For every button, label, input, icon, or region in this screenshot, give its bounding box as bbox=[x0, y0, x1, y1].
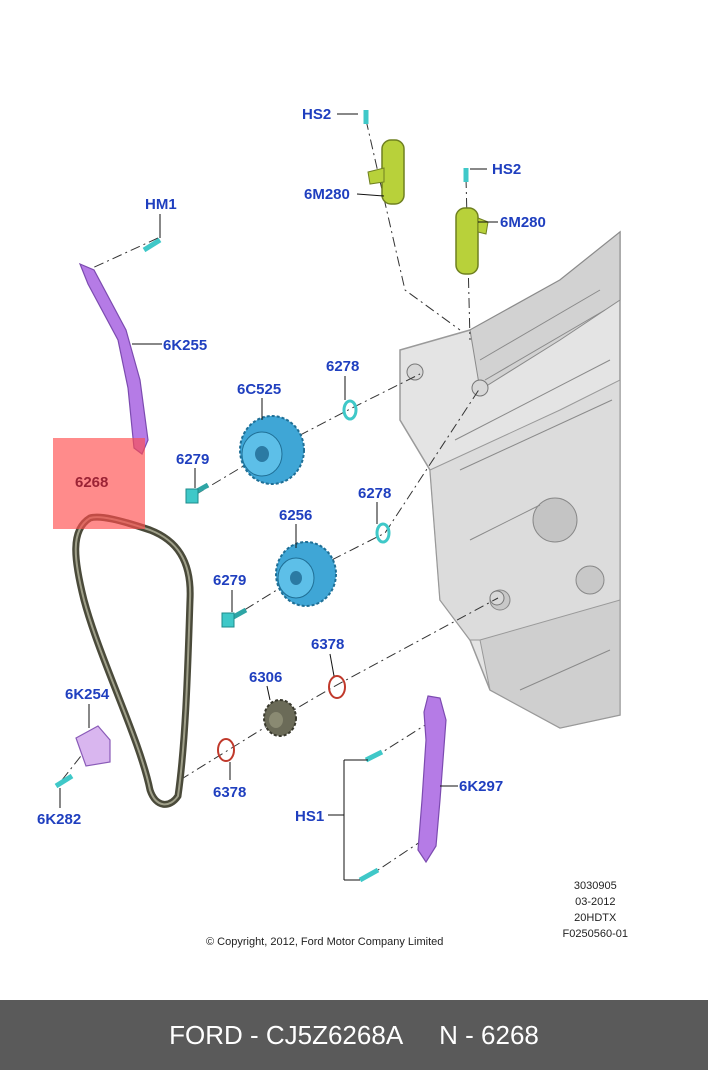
copyright-notice: © Copyright, 2012, Ford Motor Company Li… bbox=[206, 936, 444, 948]
solenoid-6m280-top bbox=[367, 139, 405, 205]
label-hs2-top: HS2 bbox=[302, 106, 331, 123]
label-6k282: 6K282 bbox=[37, 811, 81, 828]
label-6m280-right: 6M280 bbox=[500, 214, 546, 231]
label-6m280-top: 6M280 bbox=[304, 186, 350, 203]
label-6k255: 6K255 bbox=[163, 337, 207, 354]
bolt-hs1-lower bbox=[358, 867, 380, 883]
label-hm1: HM1 bbox=[145, 196, 177, 213]
cam-sprocket-6c525 bbox=[239, 415, 305, 485]
label-6c525: 6C525 bbox=[237, 381, 281, 398]
footer-reference: N - 6268 bbox=[439, 1019, 539, 1050]
label-6278-a: 6278 bbox=[326, 358, 359, 375]
bolt-6279-a bbox=[185, 482, 210, 504]
tensioner-6k254 bbox=[75, 725, 111, 767]
timing-chain-6268 bbox=[72, 513, 194, 808]
crank-sprocket-6306 bbox=[263, 699, 297, 737]
label-6k297: 6K297 bbox=[459, 778, 503, 795]
label-hs1: HS1 bbox=[295, 808, 324, 825]
footer-bar: FORD - CJ5Z6268A N - 6268 bbox=[0, 1000, 708, 1070]
bolt-6k282 bbox=[54, 773, 74, 789]
tensioner-arm-6k297 bbox=[417, 695, 447, 864]
footer-part-number: FORD - CJ5Z6268A bbox=[169, 1019, 404, 1050]
diagram-metadata: 3030905 03-2012 20HDTX F0250560-01 bbox=[563, 878, 628, 942]
highlight-6268 bbox=[53, 438, 145, 529]
label-6378-b: 6378 bbox=[213, 784, 246, 801]
label-6278-b: 6278 bbox=[358, 485, 391, 502]
meta-figure-id: F0250560-01 bbox=[562, 928, 628, 940]
bolt-6279-b bbox=[221, 607, 248, 628]
meta-date: 03-2012 bbox=[575, 896, 616, 908]
oring-6378-b bbox=[217, 738, 235, 762]
bolt-hm1 bbox=[142, 237, 162, 253]
chain-guide-6k255 bbox=[78, 262, 149, 455]
label-6279-a: 6279 bbox=[176, 451, 209, 468]
label-6279-b: 6279 bbox=[213, 572, 246, 589]
bolt-hs1-upper bbox=[364, 749, 384, 763]
meta-code: 3030905 bbox=[573, 880, 617, 892]
seal-6278-b bbox=[375, 522, 391, 544]
meta-engine: 20HDTX bbox=[574, 912, 617, 924]
label-6306: 6306 bbox=[249, 669, 282, 686]
solenoid-6m280-right bbox=[455, 207, 489, 275]
label-6k254: 6K254 bbox=[65, 686, 110, 703]
cam-sprocket-6256 bbox=[275, 541, 337, 607]
label-hs2-right: HS2 bbox=[492, 161, 521, 178]
seal-6278-a bbox=[342, 399, 358, 421]
oring-6378-a bbox=[328, 675, 346, 699]
label-6378-a: 6378 bbox=[311, 636, 344, 653]
parts-diagram: HS2 HS2 6M280 6M280 HM1 6K255 6C525 6278… bbox=[37, 106, 621, 883]
label-6256: 6256 bbox=[279, 507, 312, 524]
label-6268: 6268 bbox=[75, 474, 108, 491]
engine-block bbox=[399, 230, 621, 729]
leader-lines bbox=[59, 113, 498, 881]
